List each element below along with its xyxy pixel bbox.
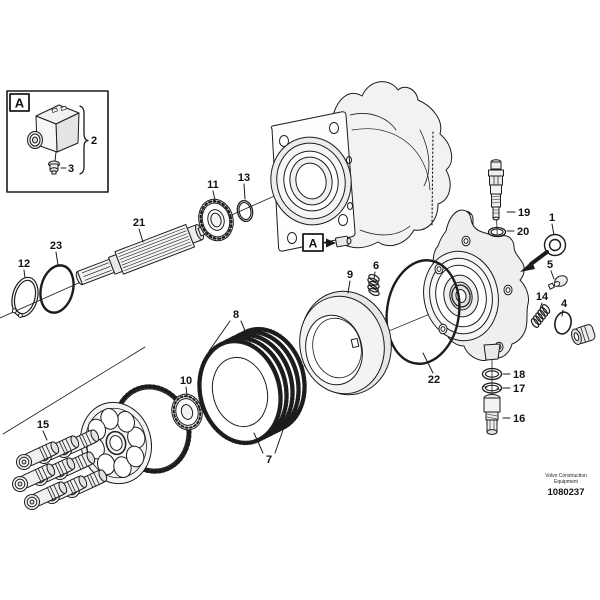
inset-plug-3 — [48, 160, 60, 175]
callout-13: 13 — [238, 172, 250, 184]
o-ring-20 — [487, 226, 507, 238]
spring-6 — [367, 273, 380, 297]
o-ring-22 — [385, 259, 461, 365]
backup-ring-17 — [481, 382, 503, 394]
callout-6: 6 — [373, 260, 379, 272]
callout-22: 22 — [428, 374, 440, 386]
callout-11: 11 — [207, 179, 219, 191]
cartridge-valve-19 — [488, 159, 504, 221]
brake-piston-9 — [299, 290, 392, 396]
footer-document-number: 1080237 — [548, 487, 585, 498]
inset-detail-a — [6, 90, 109, 193]
footer-brand-line1: Volvo Construction — [545, 473, 587, 479]
callout-3: 3 — [68, 163, 74, 175]
callout-1: 1 — [549, 212, 555, 224]
plug-5 — [547, 275, 568, 290]
housing-solenoid-valve — [335, 235, 352, 248]
callout-21: 21 — [133, 217, 145, 229]
inset-bracket-2 — [79, 105, 89, 175]
ball-bearing-10 — [171, 393, 203, 431]
callout-8: 8 — [233, 309, 239, 321]
housing-marker-a-box — [302, 233, 336, 252]
roller-bearing-11 — [198, 198, 234, 242]
footer-title-block: Volvo Construction Equipment 1080237 — [545, 473, 587, 498]
retaining-ring-12 — [11, 276, 39, 318]
disc-pack-7-8 — [184, 316, 320, 456]
callout-7: 7 — [266, 454, 272, 466]
callout-4: 4 — [561, 298, 568, 310]
leader-lines — [23, 183, 564, 454]
drive-shaft-21 — [75, 224, 208, 286]
spring-14 — [530, 304, 551, 328]
callout-14: 14 — [536, 291, 549, 303]
callout-17: 17 — [513, 383, 525, 395]
callout-19: 19 — [518, 207, 530, 219]
callout-16: 16 — [513, 413, 525, 425]
callout-5: 5 — [547, 259, 553, 271]
o-ring-23 — [39, 264, 75, 314]
snap-ring-13 — [236, 199, 254, 223]
o-ring-4 — [554, 311, 572, 335]
callout-12: 12 — [18, 258, 30, 270]
inset-solenoid-valve — [27, 104, 80, 162]
footer-brand-line2: Equipment — [554, 479, 579, 485]
rear-cover — [423, 209, 529, 362]
o-ring-18 — [481, 367, 503, 381]
end-plug — [570, 324, 596, 346]
eye-bolt-1 — [520, 233, 567, 272]
relief-valve-16 — [483, 394, 501, 435]
callout-10: 10 — [180, 375, 192, 387]
callout-2: 2 — [91, 135, 97, 147]
callout-15: 15 — [37, 419, 49, 431]
callout-23: 23 — [50, 240, 62, 252]
callout-9: 9 — [347, 269, 353, 281]
inset-marker-a: A — [15, 96, 25, 111]
housing-marker-a: A — [309, 237, 318, 251]
callout-20: 20 — [517, 226, 529, 238]
front-housing — [270, 81, 453, 252]
callout-18: 18 — [513, 369, 525, 381]
